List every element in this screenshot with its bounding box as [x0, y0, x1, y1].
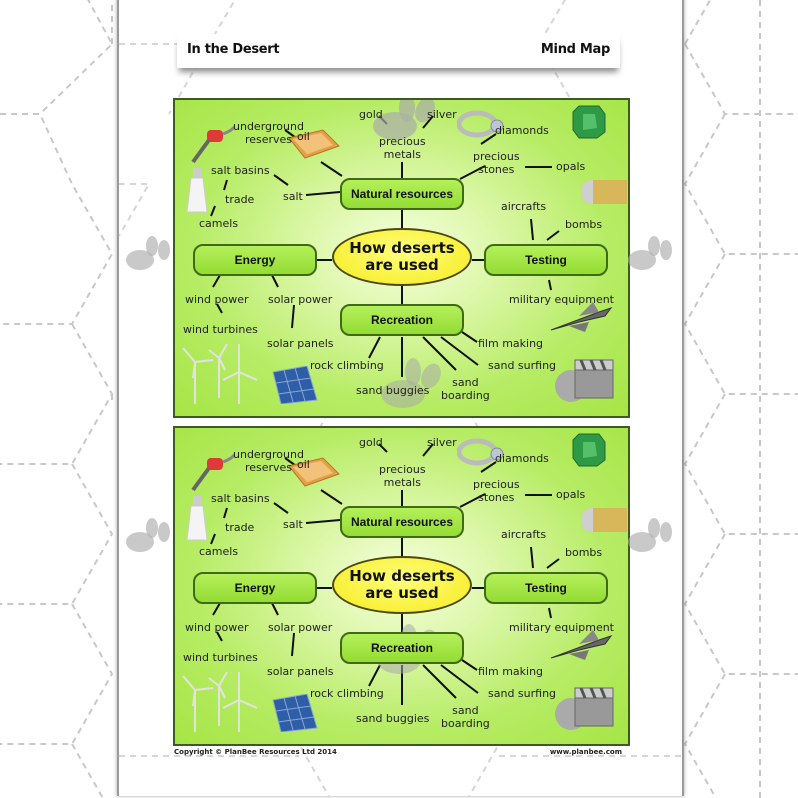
solar-panel-image: [272, 366, 318, 404]
label-salt-basins: salt basins: [211, 492, 270, 505]
label-diamonds: diamonds: [495, 124, 549, 137]
label-opals: opals: [556, 160, 586, 173]
label-sand-buggies: sand buggies: [356, 712, 430, 725]
label-oil: oil: [297, 130, 310, 143]
label-wind-turbines: wind turbines: [183, 651, 258, 664]
mind-map-card-2: Natural resources Energy Testing Recreat…: [173, 426, 630, 746]
branch-natural-resources: Natural resources: [340, 506, 464, 538]
bee-watermark-icon: [628, 236, 672, 270]
label-wind-power: wind power: [185, 621, 249, 634]
label-sand-surfing: sand surfing: [488, 687, 557, 700]
salt-shaker-image: [186, 168, 208, 213]
diamond-ring-image: [457, 110, 504, 138]
label-gold: gold: [359, 108, 383, 121]
bee-watermark-icon: [126, 236, 170, 270]
emerald-gem-image: [572, 105, 606, 139]
copyright-text: Copyright © PlanBee Resources Ltd 2014: [174, 748, 337, 756]
label-solar-panels: solar panels: [267, 337, 334, 350]
page-header: In the Desert Mind Map: [177, 34, 620, 68]
bee-watermark-icon: [628, 518, 672, 552]
bee-watermark-icon: [381, 358, 441, 408]
fighter-jet-image: [550, 302, 613, 332]
label-camels: camels: [199, 217, 239, 230]
label-military-equipment: military equipment: [509, 621, 614, 634]
salt-shaker-image: [186, 496, 208, 541]
bullet-image: [581, 508, 627, 532]
label-wind-power: wind power: [185, 293, 249, 306]
label-trade: trade: [225, 193, 255, 206]
central-topic-line-2: are used: [365, 584, 439, 602]
bee-watermark-icon: [126, 518, 170, 552]
worksheet-page: In the Desert Mind Map: [117, 0, 684, 796]
label-film-making: film making: [478, 665, 544, 678]
page-title: In the Desert: [187, 42, 280, 57]
label-military-equipment: military equipment: [509, 293, 614, 306]
branch-recreation: Recreation: [340, 632, 464, 664]
gold-bar-image: [288, 457, 340, 487]
page-subtitle: Mind Map: [540, 42, 610, 57]
fuel-nozzle-image: [191, 454, 235, 492]
label-oil: oil: [297, 458, 310, 471]
fighter-jet-image: [550, 630, 613, 660]
label-aircrafts: aircrafts: [501, 200, 547, 213]
central-topic-line-1: How deserts: [349, 239, 455, 257]
central-topic-line-2: are used: [365, 256, 439, 274]
branch-energy: Energy: [193, 244, 317, 276]
film-camera-clapperboard-image: [555, 359, 614, 402]
label-sand-buggies: sand buggies: [356, 384, 430, 397]
wind-turbines-image: [182, 671, 258, 732]
branch-energy: Energy: [193, 572, 317, 604]
label-wind-turbines: wind turbines: [183, 323, 258, 336]
label-silver: silver: [427, 436, 457, 449]
branch-testing: Testing: [484, 244, 608, 276]
label-bombs: bombs: [565, 546, 603, 559]
wind-turbines-image: [182, 343, 258, 404]
label-camels: camels: [199, 545, 239, 558]
branch-testing: Testing: [484, 572, 608, 604]
label-solar-panels: solar panels: [267, 665, 334, 678]
emerald-gem-image: [572, 433, 606, 467]
label-salt: salt: [283, 190, 303, 203]
gold-bar-image: [288, 129, 340, 159]
label-solar-power: solar power: [268, 621, 333, 634]
solar-panel-image: [272, 694, 318, 732]
bullet-image: [581, 180, 627, 204]
bee-watermark-icon: [373, 100, 435, 140]
label-film-making: film making: [478, 337, 544, 350]
label-solar-power: solar power: [268, 293, 333, 306]
label-rock-climbing: rock climbing: [310, 687, 384, 700]
label-bombs: bombs: [565, 218, 603, 231]
connector-lines: [210, 443, 560, 705]
label-sand-surfing: sand surfing: [488, 359, 557, 372]
fuel-nozzle-image: [191, 126, 235, 164]
film-camera-clapperboard-image: [555, 687, 614, 730]
label-silver: silver: [427, 108, 457, 121]
central-topic-line-1: How deserts: [349, 567, 455, 585]
diamond-ring-image: [457, 438, 504, 466]
branch-natural-resources: Natural resources: [340, 178, 464, 210]
label-rock-climbing: rock climbing: [310, 359, 384, 372]
connector-lines: [210, 115, 560, 377]
central-topic: How deserts are used: [332, 228, 472, 286]
branch-recreation: Recreation: [340, 304, 464, 336]
label-trade: trade: [225, 521, 255, 534]
label-diamonds: diamonds: [495, 452, 549, 465]
website-text: www.planbee.com: [549, 748, 622, 756]
label-aircrafts: aircrafts: [501, 528, 547, 541]
label-gold: gold: [359, 436, 383, 449]
central-topic: How deserts are used: [332, 556, 472, 614]
mind-map-card-1: Natural resources Energy Testing Recreat…: [173, 98, 630, 418]
label-opals: opals: [556, 488, 586, 501]
label-salt: salt: [283, 518, 303, 531]
label-salt-basins: salt basins: [211, 164, 270, 177]
